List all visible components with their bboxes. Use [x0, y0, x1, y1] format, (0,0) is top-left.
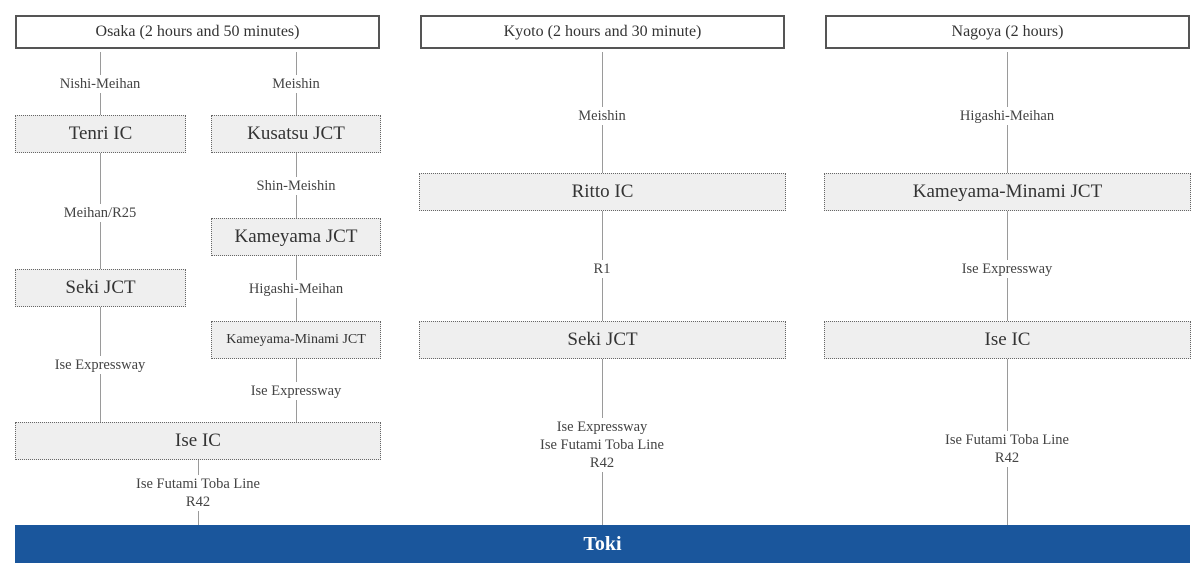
node-kusatsu-jct: Kusatsu JCT — [211, 115, 381, 153]
road-line: Ise Futami Toba Line — [136, 476, 260, 492]
road-line: Ise Futami Toba Line — [540, 437, 664, 453]
node-kameyama-jct: Kameyama JCT — [211, 218, 381, 256]
road-line: R42 — [994, 450, 1020, 466]
road-label: Meishin — [270, 75, 322, 93]
road-label: R1 — [591, 260, 613, 278]
destination-bar: Toki — [15, 525, 1190, 563]
origin-header-nagoya: Nagoya (2 hours) — [825, 15, 1190, 49]
road-line: Ise Expressway — [556, 419, 648, 435]
road-label: Meishin — [576, 107, 628, 125]
road-label-final: Ise Futami Toba Line R42 — [943, 431, 1071, 467]
node-kameyama-minami-jct: Kameyama-Minami JCT — [211, 321, 381, 359]
road-line: Ise Futami Toba Line — [945, 432, 1069, 448]
road-label: Shin-Meishin — [254, 177, 338, 195]
node-seki-jct: Seki JCT — [419, 321, 786, 359]
origin-header-kyoto: Kyoto (2 hours and 30 minute) — [420, 15, 785, 49]
road-label: Meihan/R25 — [61, 204, 139, 222]
road-label: Ise Expressway — [959, 260, 1055, 278]
road-label: Ise Expressway — [52, 356, 148, 374]
node-tenri-ic: Tenri IC — [15, 115, 186, 153]
node-ise-ic: Ise IC — [824, 321, 1191, 359]
road-line: R42 — [185, 494, 211, 510]
node-seki-jct: Seki JCT — [15, 269, 186, 307]
node-kameyama-minami-jct: Kameyama-Minami JCT — [824, 173, 1191, 211]
road-label: Higashi-Meihan — [246, 280, 346, 298]
destination-label: Toki — [583, 532, 622, 555]
road-line: R42 — [589, 455, 615, 471]
road-label-final: Ise Expressway Ise Futami Toba Line R42 — [538, 418, 666, 472]
road-label: Nishi-Meihan — [57, 75, 143, 93]
road-label: Higashi-Meihan — [957, 107, 1057, 125]
connector-line — [1007, 52, 1008, 525]
node-ritto-ic: Ritto IC — [419, 173, 786, 211]
road-label: Ise Expressway — [248, 382, 344, 400]
connector-line — [602, 52, 603, 525]
origin-header-osaka: Osaka (2 hours and 50 minutes) — [15, 15, 380, 49]
node-ise-ic: Ise IC — [15, 422, 381, 460]
road-label-final: Ise Futami Toba Line R42 — [134, 475, 262, 511]
connector-line — [100, 52, 101, 422]
